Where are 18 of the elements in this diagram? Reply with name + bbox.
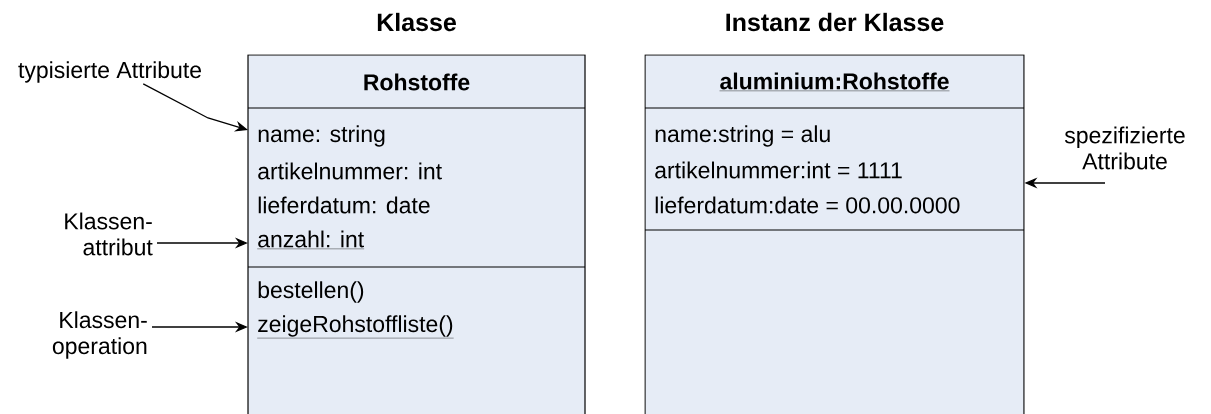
member-text: artikelnummer: int [258, 162, 442, 180]
member-text: lieferdatum: date [258, 196, 430, 214]
member-text: artikelnummer:int = 1111 [655, 161, 902, 179]
heading: Klasse [377, 12, 456, 32]
annotation: typisierte Attribute [18, 61, 201, 83]
class-name: Rohstoffe [364, 73, 470, 91]
arrow [142, 83, 248, 132]
member-text: zeigeRohstoffliste() [257, 315, 454, 339]
member-text: name:string = alu [655, 125, 830, 147]
annotation: Klassen- operation [52, 311, 147, 359]
member-text: bestellen() [258, 281, 364, 303]
member-text: lieferdatum:date = 00.00.0000 [655, 196, 960, 214]
member-text: anzahl: int [257, 230, 365, 250]
annotation: Klassen- attribut [65, 212, 153, 256]
member-text: name: string [258, 125, 385, 147]
class-name: aluminium:Rohstoffe [719, 72, 950, 92]
heading: Instanz der Klasse [726, 12, 944, 32]
annotation: spezifizierte Attribute [1064, 126, 1185, 170]
